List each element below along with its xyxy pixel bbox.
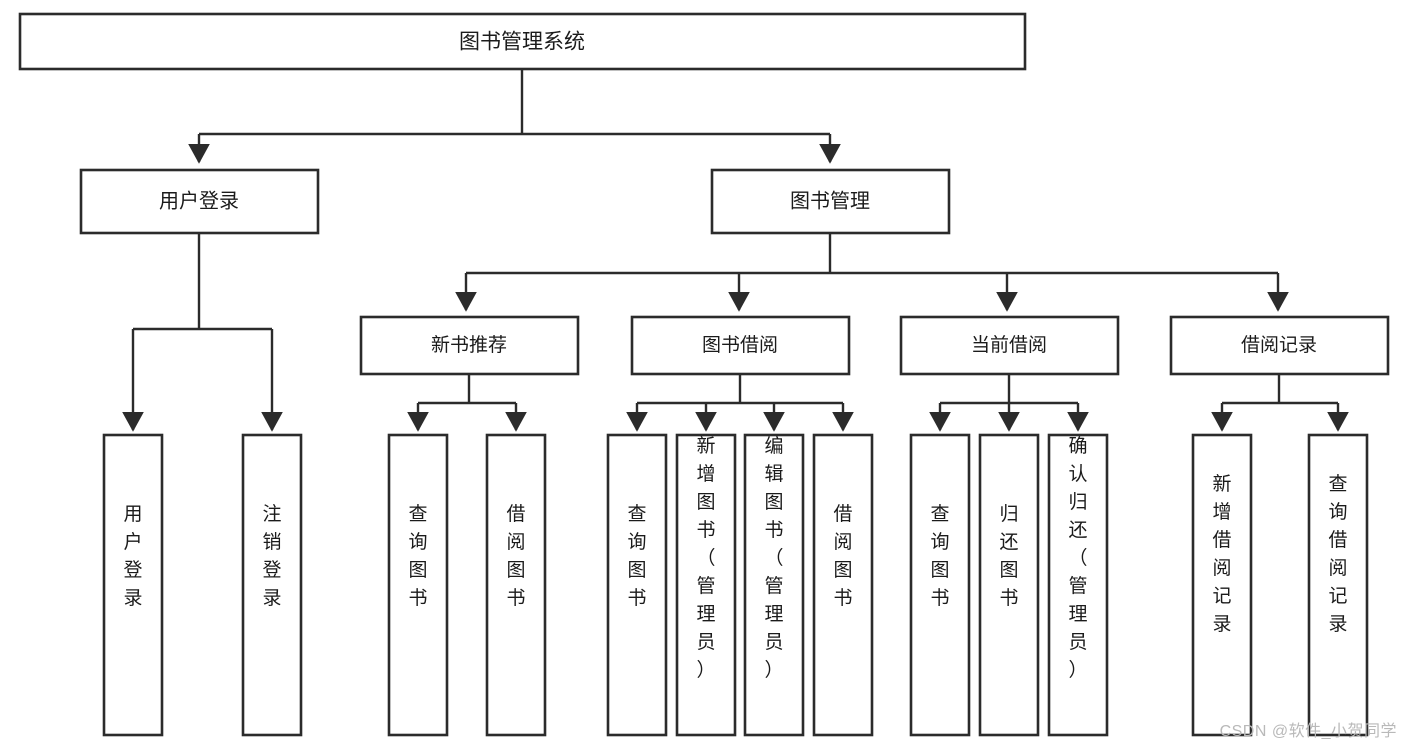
leaf-book-borrow-1-label: 新增图书（管理员）	[696, 435, 715, 681]
node-book-borrow-label: 图书借阅	[702, 334, 778, 356]
leaf-user-login-1-box[interactable]	[241, 433, 303, 737]
leaf-borrow-record-1-label: 查询借阅记录	[1328, 473, 1347, 635]
leaf-user-login-0-box[interactable]	[102, 433, 164, 737]
node-book-borrow-box[interactable]	[630, 315, 851, 376]
leaf-user-login-0-label: 用户登录	[123, 504, 142, 609]
node-borrow-record[interactable]: 借阅记录	[1169, 315, 1390, 376]
leaf-borrow-record-0-box[interactable]	[1191, 433, 1253, 737]
leaf-book-borrow-2-label: 编辑图书（管理员）	[764, 435, 783, 681]
node-book-manage[interactable]: 图书管理	[710, 168, 951, 235]
leaf-book-borrow-1-box[interactable]	[675, 433, 737, 737]
node-book-manage-label: 图书管理	[790, 189, 870, 212]
leaf-current-borrow-1-label: 归还图书	[999, 503, 1018, 609]
leaf-new-book-0[interactable]: 查询图书	[387, 433, 449, 737]
leaf-book-borrow-0-box[interactable]	[606, 433, 668, 737]
leaf-new-book-0-box[interactable]	[387, 433, 449, 737]
leaf-current-borrow-0-box[interactable]	[909, 433, 971, 737]
leaf-book-borrow-3[interactable]: 借阅图书	[812, 433, 874, 737]
node-user-login[interactable]: 用户登录	[79, 168, 320, 235]
leaf-user-login-0[interactable]: 用户登录	[102, 433, 164, 737]
leaf-current-borrow-2-box[interactable]	[1047, 433, 1109, 737]
leaf-book-borrow-2[interactable]: 编辑图书（管理员）	[743, 433, 805, 737]
leaf-new-book-0-label: 查询图书	[408, 503, 427, 609]
csdn-watermark: CSDN @软件_小贺同学	[1219, 723, 1397, 740]
leaf-book-borrow-3-label: 借阅图书	[833, 503, 852, 609]
leaf-book-borrow-0[interactable]: 查询图书	[606, 433, 668, 737]
leaf-new-book-1-label: 借阅图书	[506, 503, 525, 609]
leaf-user-login-1[interactable]: 注销登录	[241, 433, 303, 737]
node-root[interactable]: 图书管理系统	[18, 12, 1027, 71]
leaf-borrow-record-1-box[interactable]	[1307, 433, 1369, 737]
leaf-user-login-1-label: 注销登录	[262, 503, 281, 609]
leaf-current-borrow-0[interactable]: 查询图书	[909, 433, 971, 737]
leaf-current-borrow-1-box[interactable]	[978, 433, 1040, 737]
leaf-book-borrow-1[interactable]: 新增图书（管理员）	[675, 433, 737, 737]
node-new-book-recommend[interactable]: 新书推荐	[359, 315, 580, 376]
leaf-new-book-1-box[interactable]	[485, 433, 547, 737]
node-root-label: 图书管理系统	[459, 31, 585, 54]
leaf-borrow-record-1[interactable]: 查询借阅记录	[1307, 433, 1369, 737]
node-current-borrow-box[interactable]	[899, 315, 1120, 376]
leaf-borrow-record-0[interactable]: 新增借阅记录	[1191, 433, 1253, 737]
leaf-current-borrow-2-label: 确认归还（管理员）	[1068, 435, 1087, 681]
node-current-borrow[interactable]: 当前借阅	[899, 315, 1120, 376]
node-borrow-record-label: 借阅记录	[1241, 334, 1317, 356]
node-book-borrow[interactable]: 图书借阅	[630, 315, 851, 376]
leaf-current-borrow-2[interactable]: 确认归还（管理员）	[1047, 433, 1109, 737]
node-new-book-recommend-box[interactable]	[359, 315, 580, 376]
node-user-login-label: 用户登录	[159, 189, 239, 212]
leaf-book-borrow-2-box[interactable]	[743, 433, 805, 737]
node-borrow-record-box[interactable]	[1169, 315, 1390, 376]
leaf-borrow-record-0-label: 新增借阅记录	[1212, 473, 1231, 635]
leaf-current-borrow-1[interactable]: 归还图书	[978, 433, 1040, 737]
leaf-book-borrow-3-box[interactable]	[812, 433, 874, 737]
node-root-box[interactable]	[18, 12, 1027, 71]
leaf-book-borrow-0-label: 查询图书	[627, 503, 646, 609]
leaf-current-borrow-0-label: 查询图书	[930, 503, 949, 609]
leaf-new-book-1[interactable]: 借阅图书	[485, 433, 547, 737]
node-new-book-recommend-label: 新书推荐	[431, 334, 507, 356]
node-current-borrow-label: 当前借阅	[971, 334, 1047, 356]
node-book-manage-box[interactable]	[710, 168, 951, 235]
